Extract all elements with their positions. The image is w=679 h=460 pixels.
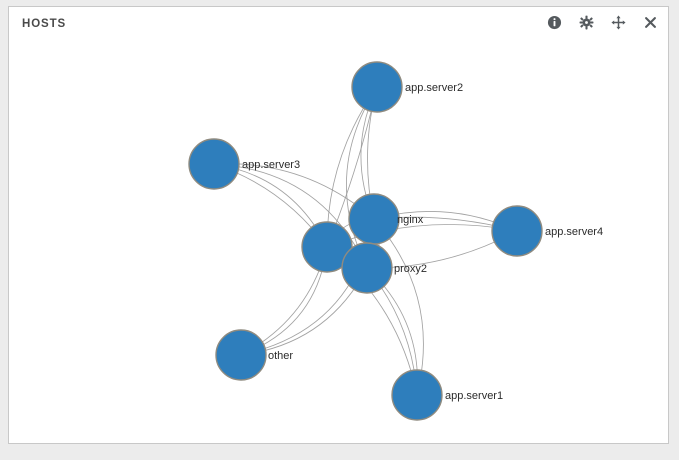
graph-node-label: app.server1: [445, 390, 503, 402]
hosts-panel: HOSTS: [8, 6, 669, 444]
close-icon[interactable]: [643, 15, 658, 30]
gear-icon[interactable]: [579, 15, 594, 30]
graph-node[interactable]: other: [215, 329, 293, 381]
graph-node-label: app.server2: [405, 82, 463, 94]
page-title: HOSTS: [22, 18, 67, 30]
header-icon-group: [547, 15, 658, 30]
info-icon[interactable]: [547, 15, 562, 30]
graph-node-circle[interactable]: [215, 329, 267, 381]
graph-node-label: app.server4: [545, 226, 603, 238]
graph-node-circle[interactable]: [391, 369, 443, 421]
graph-node[interactable]: [301, 221, 353, 273]
graph-node[interactable]: nginx: [348, 193, 424, 245]
graph-node[interactable]: app.server1: [391, 369, 503, 421]
graph-node-circle[interactable]: [491, 205, 543, 257]
graph-node-label: nginx: [397, 214, 424, 226]
graph-node-label: app.server3: [242, 159, 300, 171]
graph-node-circle[interactable]: [188, 138, 240, 190]
graph-node-circle[interactable]: [351, 61, 403, 113]
graph-node-label: proxy2: [394, 263, 427, 275]
node-layer: app.server2 app.server3 nginx proxy2 app.ser…: [188, 61, 603, 421]
graph-node[interactable]: proxy2: [341, 242, 427, 294]
graph-node-circle[interactable]: [348, 193, 400, 245]
graph-node-circle[interactable]: [301, 221, 353, 273]
graph-node[interactable]: app.server2: [351, 61, 463, 113]
graph-node[interactable]: app.server3: [188, 138, 300, 190]
graph-node[interactable]: app.server4: [491, 205, 603, 257]
panel-header: HOSTS: [9, 7, 668, 41]
network-graph-canvas[interactable]: app.server2 app.server3 nginx proxy2 app.ser…: [9, 41, 668, 444]
graph-node-circle[interactable]: [341, 242, 393, 294]
network-graph[interactable]: app.server2 app.server3 nginx proxy2 app.ser…: [9, 41, 668, 444]
move-icon[interactable]: [611, 15, 626, 30]
graph-node-label: other: [268, 350, 293, 362]
